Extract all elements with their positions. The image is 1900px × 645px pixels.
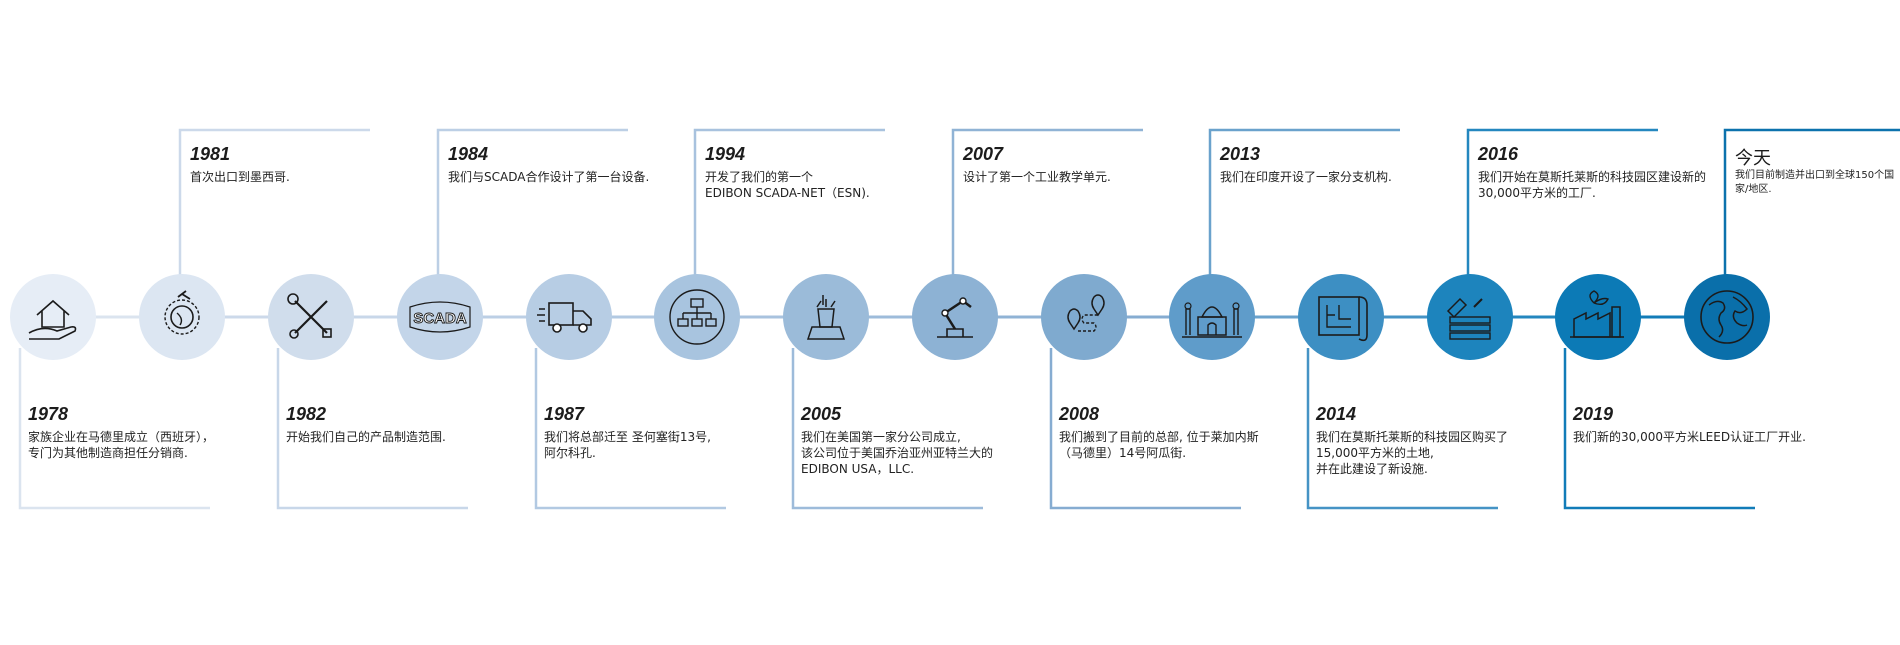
milestone-description: 设计了第一个工业教学单元. [963,170,1111,184]
milestone-circle [1684,274,1770,360]
green-factory-icon [1570,290,1624,338]
milestone-connector [1208,128,1400,284]
milestone-connector [276,348,468,510]
milestone-year: 1987 [544,404,585,424]
milestone-year: 1978 [28,404,69,424]
milestone-node: SCADA [397,274,483,360]
delivery-truck-icon [537,302,592,333]
milestone-circle [10,274,96,360]
milestone-description: 我们新的30,000平方米LEED认证工厂开业. [1573,430,1806,444]
milestone-circle [783,274,869,360]
milestone-node [783,274,869,360]
milestone-year: 2007 [963,144,1004,164]
milestone-node [268,274,354,360]
milestone-connector [1723,128,1900,284]
scada-icon: SCADA [409,301,471,333]
construction-icon [1446,297,1491,340]
milestone-circle [912,274,998,360]
house-hand-icon [28,299,77,340]
milestone-description: 家族企业在马德里成立（西班牙）， 专门为其他制造商担任分销商. [28,430,215,460]
milestone-year: 2019 [1573,404,1614,424]
milestone-circle [1298,274,1384,360]
milestone-node [912,274,998,360]
milestone-node [1684,274,1770,360]
milestone-description: 我们在印度开设了一家分支机构. [1220,170,1392,184]
milestone-connector [1049,348,1241,510]
milestone-node [654,274,740,360]
milestone-connector [791,348,983,510]
map-route-icon [1067,294,1105,332]
milestone-connector [693,128,885,284]
milestone-year: 1981 [190,144,231,164]
milestone-year: 1984 [448,144,489,164]
milestone-connector [1466,128,1658,284]
milestone-description: 我们在莫斯托莱斯的科技园区购买了 15,000平方米的土地, 并在此建设了新设施… [1316,430,1509,476]
milestone-description: 我们将总部迁至 圣何塞街13号, 阿尔科孔. [544,430,711,460]
milestone-circle [397,274,483,360]
milestone-connector [1306,348,1498,510]
milestone-description: 我们开始在莫斯托莱斯的科技园区建设新的 30,000平方米的工厂. [1478,170,1707,200]
milestone-year: 2016 [1478,144,1519,164]
milestone-description: 首次出口到墨西哥. [190,170,290,184]
milestone-year: 1994 [705,144,746,164]
taj-mahal-icon [1182,302,1242,338]
milestone-connector [534,348,726,510]
milestone-node [1555,274,1641,360]
milestone-year: 2008 [1059,404,1100,424]
milestone-year: 2014 [1316,404,1357,424]
milestone-year: 1982 [286,404,327,424]
milestone-node [1169,274,1255,360]
milestone-connector [18,348,210,510]
milestone-connector [951,128,1143,284]
milestone-connector [1563,348,1755,510]
milestone-connector [178,128,370,284]
milestone-description: 我们在美国第一家分公司成立, 该公司位于美国乔治亚州亚特兰大的 EDIBON U… [801,430,994,476]
scada-logo-text: SCADA [413,310,467,327]
milestone-year: 2013 [1220,144,1261,164]
wrench-screwdriver-icon [287,293,332,339]
milestone-circle [526,274,612,360]
milestone-year: 2005 [801,404,842,424]
statue-of-liberty-icon [806,295,846,340]
milestone-description: 我们搬到了目前的总部, 位于莱加内斯 （马德里）14号阿瓜街. [1059,430,1259,460]
milestone-connector [436,128,628,284]
globe-plane-icon [164,290,200,335]
robot-arm-icon [937,297,973,338]
milestone-node [1427,274,1513,360]
milestone-node [1041,274,1127,360]
milestone-description: 我们目前制造并出口到全球150个国家/地区. [1735,170,1895,195]
milestone-circle [1041,274,1127,360]
milestone-node [10,274,96,360]
milestone-description: 开始我们自己的产品制造范围. [286,430,446,444]
milestone-description: 开发了我们的第一个 EDIBON SCADA-NET（ESN). [705,170,870,200]
milestone-node [139,274,225,360]
blueprint-icon [1318,296,1368,342]
milestone-description: 我们与SCADA合作设计了第一台设备. [448,170,650,184]
globe-icon [1700,290,1754,344]
milestone-year: 今天 [1735,148,1771,169]
milestone-node [1298,274,1384,360]
milestone-node [526,274,612,360]
milestone-circle [139,274,225,360]
network-icon [669,289,725,345]
